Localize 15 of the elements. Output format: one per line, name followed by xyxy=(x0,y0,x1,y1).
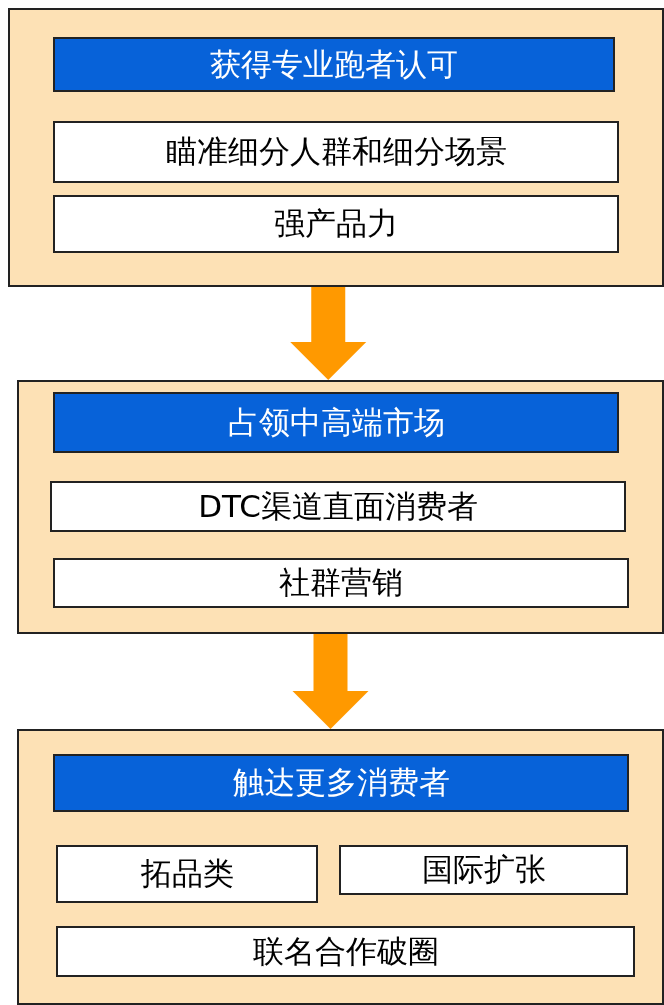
text-box: 强产品力 xyxy=(53,195,619,253)
panel xyxy=(17,380,664,634)
arrow xyxy=(292,634,369,729)
text-box: 社群营销 xyxy=(53,558,629,608)
heading-box: 占领中高端市场 xyxy=(53,392,619,453)
text-box: 瞄准细分人群和细分场景 xyxy=(53,121,619,183)
arrow xyxy=(290,287,367,380)
panel xyxy=(8,8,664,287)
heading-box: 获得专业跑者认可 xyxy=(53,37,615,92)
panel xyxy=(17,729,664,1005)
text-box: 国际扩张 xyxy=(339,845,628,895)
text-box: 联名合作破圈 xyxy=(56,926,635,977)
heading-box: 触达更多消费者 xyxy=(53,754,629,812)
text-box: DTC渠道直面消费者 xyxy=(50,481,626,532)
text-box: 拓品类 xyxy=(56,845,318,903)
